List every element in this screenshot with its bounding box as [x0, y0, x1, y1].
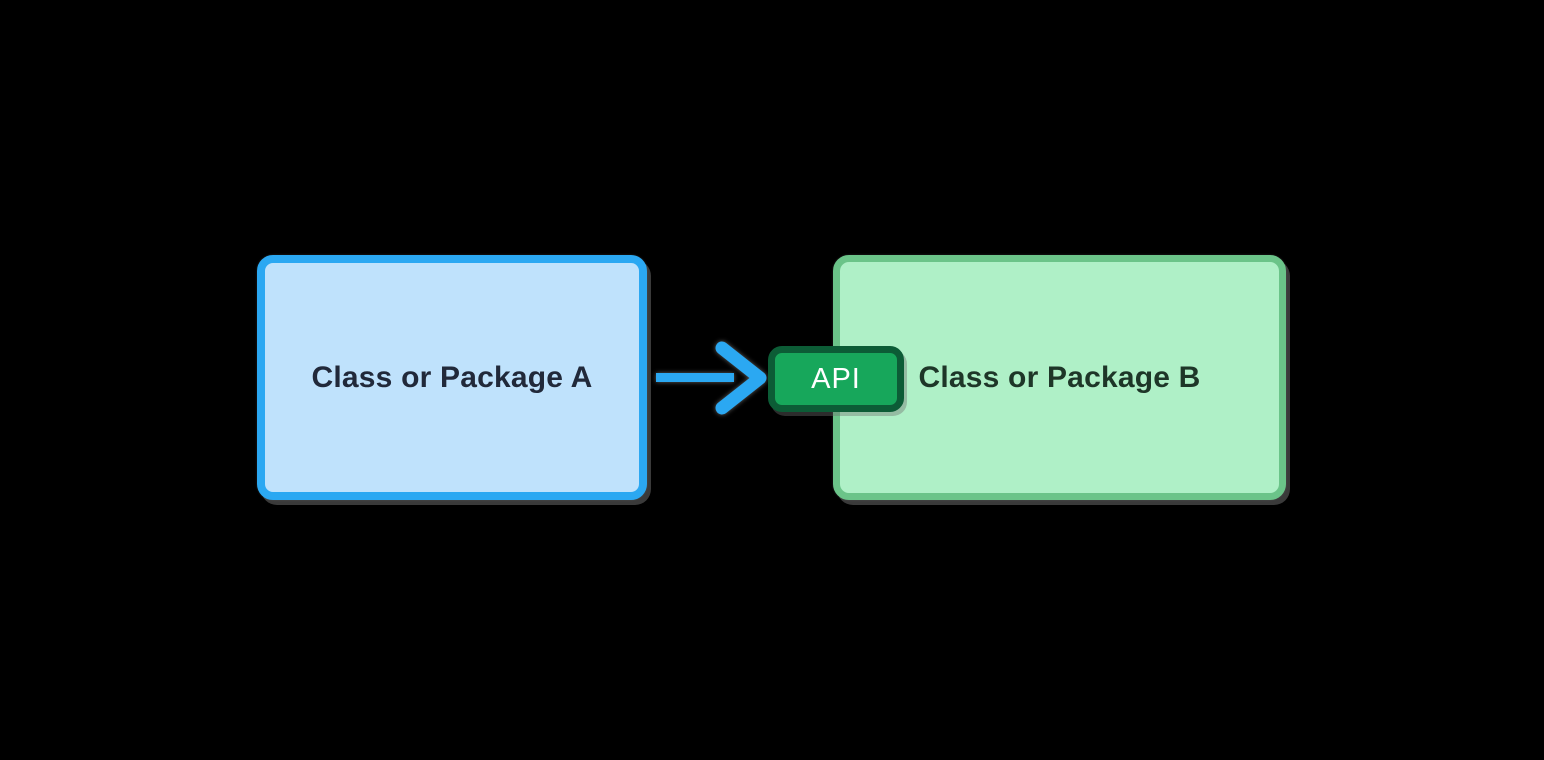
api-badge-label: API [811, 362, 861, 395]
class-or-package-a-box: Class or Package A [257, 255, 647, 500]
class-or-package-a-label: Class or Package A [311, 360, 593, 394]
dependency-arrow-icon [656, 341, 767, 415]
class-or-package-b-label: Class or Package B [918, 360, 1201, 394]
api-badge: API [768, 346, 904, 412]
